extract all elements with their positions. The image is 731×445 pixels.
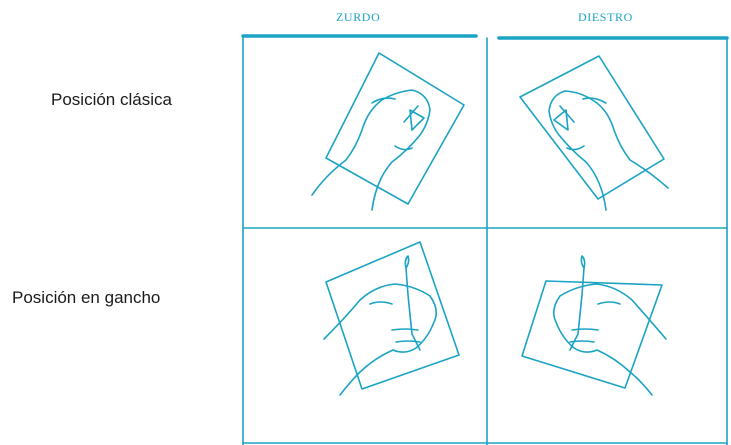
grid-frame — [243, 36, 727, 445]
hand-right-hook-illustration — [522, 256, 666, 395]
hand-left-classic-illustration — [312, 53, 464, 210]
hand-left-hook-illustration — [324, 242, 459, 395]
hand-right-classic-illustration — [520, 56, 668, 210]
